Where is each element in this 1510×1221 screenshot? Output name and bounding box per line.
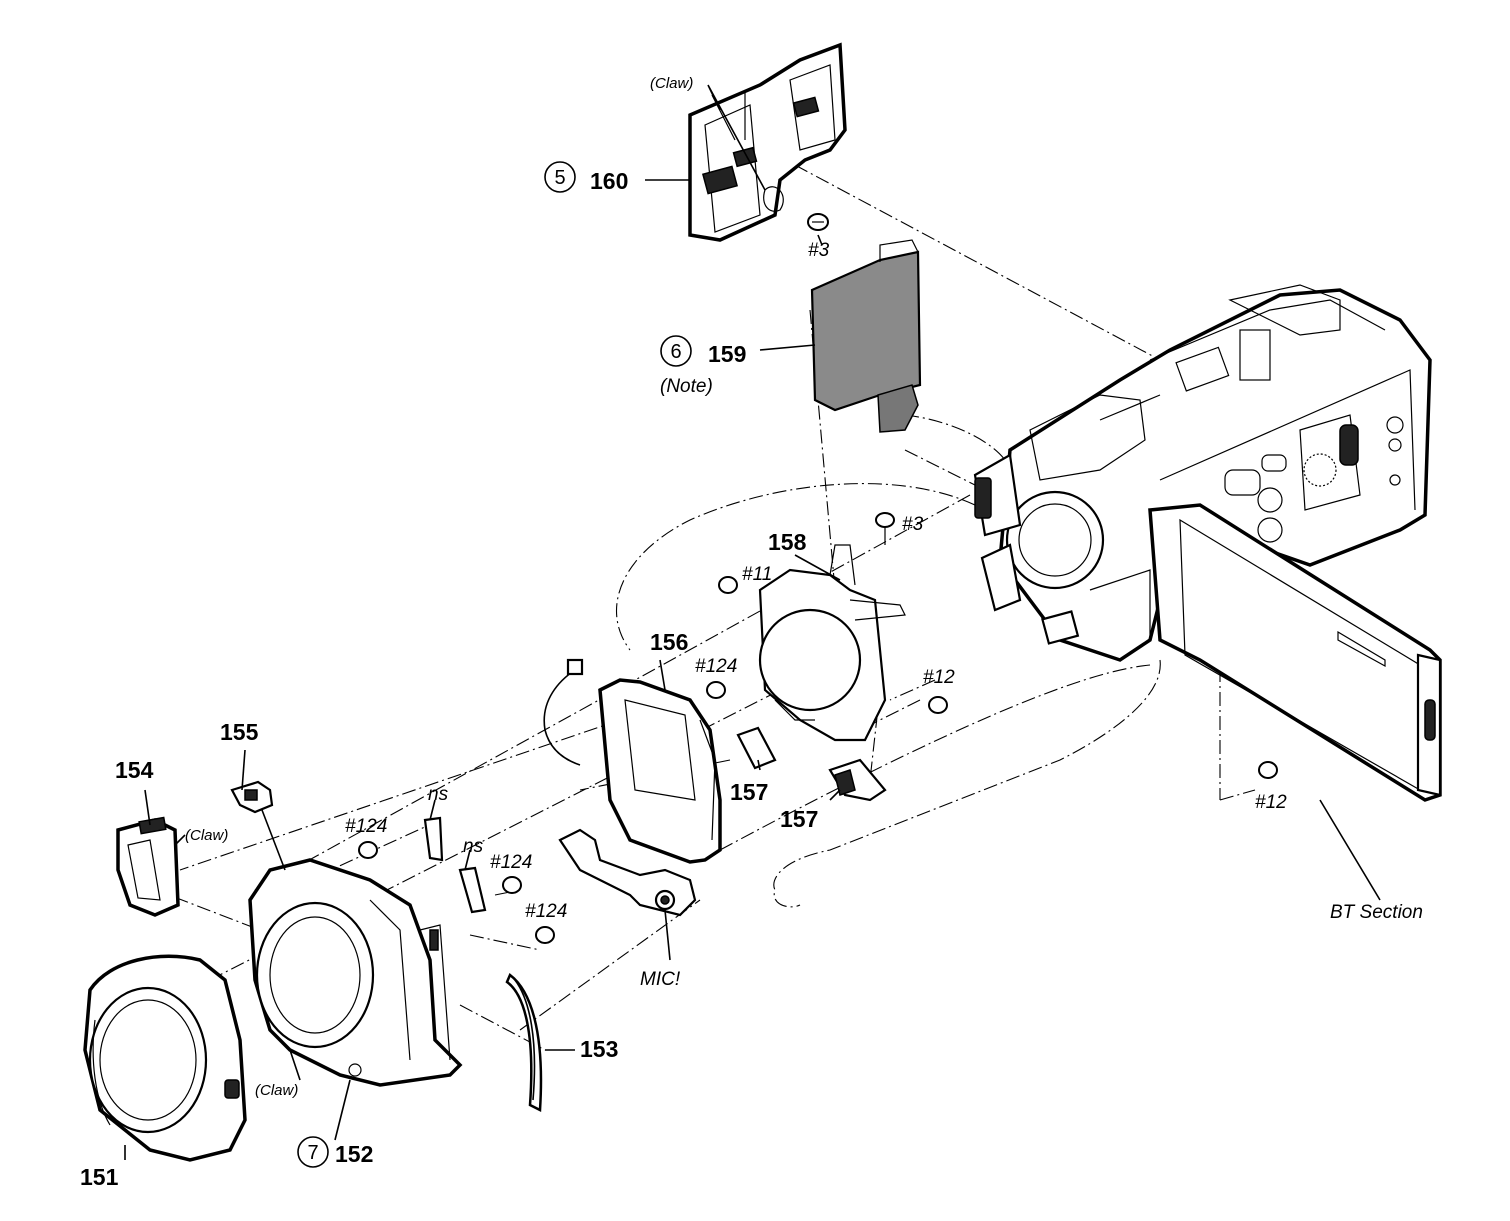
label-part-156: 156	[650, 629, 688, 655]
part-151-lens-ring	[83, 954, 247, 1162]
screw-124-b	[358, 841, 378, 859]
screw-124-c	[502, 876, 522, 894]
label-part-157-a: 157	[730, 779, 768, 805]
label-screw-124-c: #124	[490, 852, 532, 873]
part-155-clip	[230, 780, 274, 814]
label-claw-mid: (Claw)	[185, 827, 228, 844]
part-160-frame	[688, 42, 847, 242]
speaker-grille	[1303, 453, 1337, 487]
part-156-frame	[543, 658, 722, 864]
part-153-strip	[505, 973, 543, 1112]
screw-3-mid	[875, 512, 895, 545]
label-note: (Note)	[660, 376, 713, 397]
label-part-155: 155	[220, 719, 259, 745]
label-screw-12-b: #12	[1255, 792, 1287, 813]
label-mic: MIC!	[640, 969, 681, 990]
ns-spring-b	[458, 866, 487, 914]
sony-logo	[1337, 630, 1386, 668]
circled-ref-6-text: 6	[670, 341, 681, 363]
screw-124-d	[535, 926, 555, 944]
lcd-panel	[1148, 503, 1442, 802]
label-screw-124-b: #124	[345, 816, 387, 837]
label-screw-3-mid: #3	[902, 514, 924, 535]
part-158-bracket	[758, 544, 906, 802]
label-part-152: 152	[335, 1141, 373, 1167]
ns-spring-a	[423, 816, 444, 862]
mic-bracket	[558, 828, 697, 917]
circled-ref-7: 7	[297, 1136, 329, 1168]
part-152-cabinet	[248, 858, 463, 1087]
label-part-159: 159	[708, 341, 746, 367]
circled-ref-7-text: 7	[307, 1142, 318, 1164]
label-screw-12-a: #12	[923, 667, 955, 688]
screw-124-a	[706, 681, 726, 699]
label-part-160: 160	[590, 168, 628, 194]
part-157-pad	[736, 726, 777, 770]
label-screw-11: #11	[742, 564, 772, 585]
label-part-151: 151	[80, 1164, 119, 1190]
label-part-158: 158	[768, 529, 807, 555]
circled-ref-5-text: 5	[554, 167, 565, 189]
screw-11	[718, 576, 738, 594]
leader-lines	[124, 84, 1381, 1160]
screw-12-a	[928, 696, 948, 714]
label-screw-3-top: #3	[808, 240, 830, 261]
label-part-154: 154	[115, 757, 154, 783]
label-part-157-b: 157	[780, 806, 818, 832]
camera-body	[973, 284, 1432, 662]
label-screw-124-d: #124	[525, 901, 567, 922]
label-claw-top: (Claw)	[650, 75, 693, 92]
screw-3-top	[807, 213, 829, 231]
label-claw-bottom: (Claw)	[255, 1082, 298, 1099]
label-bt-section: BT Section	[1330, 902, 1423, 923]
part-159-sheet	[810, 239, 922, 433]
screw-12-b	[1258, 761, 1278, 779]
part-154-holder	[116, 816, 180, 917]
label-ns-a: ns	[428, 784, 449, 805]
circled-ref-6: 6	[660, 335, 692, 367]
circled-ref-5: 5	[544, 161, 576, 193]
label-part-153: 153	[580, 1036, 618, 1062]
label-ns-b: ns	[463, 836, 484, 857]
label-screw-124-a: #124	[695, 656, 737, 677]
